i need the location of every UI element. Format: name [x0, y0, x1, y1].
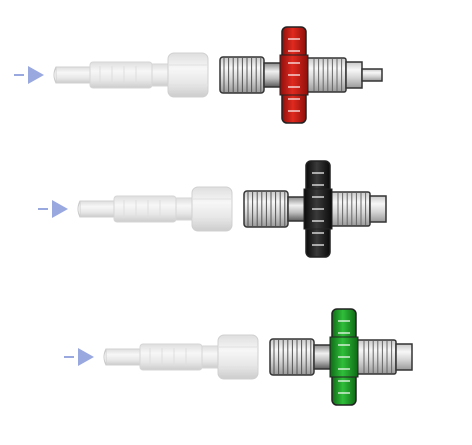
tool-hex: [191, 186, 233, 232]
tool-body: [139, 343, 203, 371]
fitting-waist: [287, 196, 307, 222]
fitting-waist: [263, 62, 283, 88]
right-thread: [305, 57, 347, 93]
tool-shank: [53, 52, 209, 98]
tool-hex: [217, 334, 259, 380]
collar: [303, 160, 333, 258]
assembly-1: [14, 26, 383, 124]
tool-neck: [175, 197, 193, 221]
collar: [329, 308, 359, 406]
tool-tip-end: [103, 348, 107, 366]
direction-arrow-icon: [28, 66, 44, 84]
tool-body: [113, 195, 177, 223]
tool-tip: [105, 348, 141, 366]
tool-neck: [201, 345, 219, 369]
fitting-waist: [313, 344, 333, 370]
tool-tip-end: [77, 200, 81, 218]
threaded-fitting: [219, 26, 383, 124]
fitting-end: [345, 61, 363, 89]
tool-tip: [79, 200, 115, 218]
threaded-fitting: [269, 308, 413, 406]
tool-hex: [167, 52, 209, 98]
right-thread: [329, 191, 371, 227]
direction-arrow-icon: [52, 200, 68, 218]
right-thread: [355, 339, 397, 375]
fitting-end: [395, 343, 413, 371]
tool-body: [89, 61, 153, 89]
assembly-2: [38, 160, 387, 258]
tool-tip-end: [53, 66, 57, 84]
fitting-end: [369, 195, 387, 223]
fitting-stem: [361, 68, 383, 82]
collar: [279, 26, 309, 124]
tool-tip: [55, 66, 91, 84]
tool-neck: [151, 63, 169, 87]
direction-arrow-icon: [78, 348, 94, 366]
assembly-3: [64, 308, 413, 406]
tool-shank: [77, 186, 233, 232]
tool-shank: [103, 334, 259, 380]
threaded-fitting: [243, 160, 387, 258]
